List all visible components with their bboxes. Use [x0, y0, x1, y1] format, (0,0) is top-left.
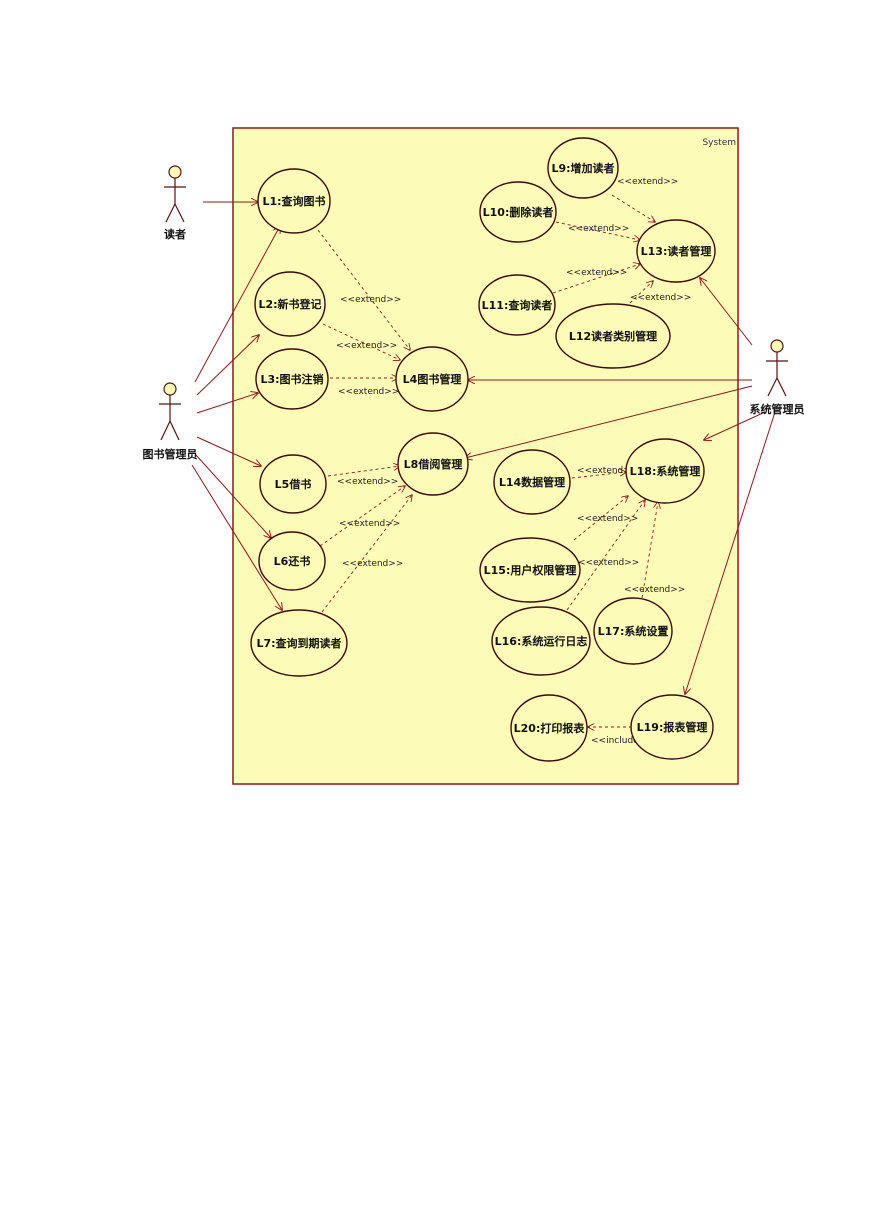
- usecase-L5[interactable]: L5借书: [259, 454, 327, 514]
- actor-sysadmin[interactable]: 系统管理员: [750, 339, 805, 416]
- usecase-L6[interactable]: L6还书: [258, 531, 326, 591]
- usecase-L17[interactable]: L17:系统设置: [593, 597, 673, 665]
- usecase-L2[interactable]: L2:新书登记: [254, 271, 326, 337]
- usecase-L3-label: L3:图书注销: [260, 372, 323, 386]
- assoc-sysadmin-L19: [685, 411, 776, 694]
- usecase-L11[interactable]: L11:查询读者: [478, 274, 556, 336]
- dep-L6-L8: [319, 486, 405, 547]
- usecase-L4-label: L4图书管理: [403, 372, 462, 386]
- usecase-L12[interactable]: L12读者类别管理: [555, 303, 671, 369]
- stereo-L6-L8: <<extend>>: [339, 519, 400, 529]
- usecase-L1[interactable]: L1:查询图书: [257, 168, 331, 234]
- dep-L17-L18: [641, 502, 658, 599]
- usecase-L6-label: L6还书: [274, 554, 311, 568]
- dependencies: [317, 194, 658, 727]
- usecase-L16-label: L16:系统运行日志: [495, 634, 588, 648]
- usecase-L13-label: L13:读者管理: [641, 244, 712, 258]
- stereo-L10-L13: <<extend>>: [568, 224, 629, 234]
- assoc-sysadmin-L8: [465, 385, 753, 458]
- stereo-L2-L4: <<extend>>: [336, 341, 397, 351]
- dep-L9-L13: [611, 194, 655, 222]
- usecase-L7[interactable]: L7:查询到期读者: [250, 609, 348, 677]
- stereo-L17-L18: <<extend>>: [624, 585, 685, 595]
- dep-L1-L4: [317, 229, 410, 350]
- usecase-L14-label: L14数据管理: [499, 475, 565, 489]
- usecase-L9[interactable]: L9:增加读者: [547, 137, 619, 199]
- assoc-librarian-L3: [196, 393, 258, 414]
- assoc-librarian-L2: [196, 335, 259, 396]
- dep-L12-L13: [629, 281, 653, 304]
- usecase-L19-label: L19:报表管理: [637, 720, 708, 734]
- usecase-L14[interactable]: L14数据管理: [493, 449, 571, 515]
- usecase-L15-label: L15:用户权限管理: [484, 563, 577, 577]
- stereo-L15-L18: <<extend>>: [577, 514, 638, 524]
- stereotype-labels: <<extend>> <<extend>> <<extend>> <<exten…: [336, 177, 691, 746]
- usecase-L13[interactable]: L13:读者管理: [636, 219, 716, 283]
- usecase-L10[interactable]: L10:删除读者: [479, 181, 557, 243]
- usecase-L2-label: L2:新书登记: [258, 297, 321, 311]
- actor-librarian[interactable]: 图书管理员: [143, 382, 198, 461]
- dep-L2-L4: [322, 323, 400, 360]
- stereo-L3-L4: <<extend>>: [338, 387, 399, 397]
- assoc-librarian-L5: [196, 436, 261, 466]
- usecase-L8[interactable]: L8借阅管理: [397, 432, 469, 496]
- stereo-L14-L18: <<extend>>: [577, 466, 638, 476]
- usecase-L9-label: L9:增加读者: [551, 161, 614, 175]
- stereo-L16-L18: <<extend>>: [578, 558, 639, 568]
- usecase-L12-label: L12读者类别管理: [569, 329, 657, 343]
- dep-L10-L13: [555, 221, 640, 240]
- usecase-L8-label: L8借阅管理: [404, 457, 463, 471]
- actor-reader[interactable]: 读者: [164, 165, 186, 241]
- dep-L16-L18: [566, 500, 645, 611]
- actor-reader-label: 读者: [164, 227, 186, 241]
- dep-L7-L8: [321, 495, 412, 613]
- assoc-sysadmin-L18: [704, 411, 766, 440]
- usecase-L20[interactable]: L20:打印报表: [510, 694, 588, 762]
- usecase-L17-label: L17:系统设置: [598, 624, 669, 638]
- assoc-sysadmin-L13: [700, 278, 753, 346]
- stereo-L1-L4: <<extend>>: [340, 295, 401, 305]
- assoc-librarian-L7: [191, 464, 282, 610]
- usecase-L18[interactable]: L18:系统管理: [625, 438, 705, 504]
- usecase-L4[interactable]: L4图书管理: [395, 346, 469, 412]
- usecase-L18-label: L18:系统管理: [630, 464, 701, 478]
- system-label: System: [702, 138, 736, 148]
- stereo-L19-L20: <<include>>: [591, 736, 654, 746]
- stereo-L11-L13: <<extend>>: [566, 268, 627, 278]
- usecase-L7-label: L7:查询到期读者: [256, 636, 341, 650]
- stereo-L5-L8: <<extend>>: [337, 477, 398, 487]
- stereo-L7-L8: <<extend>>: [342, 559, 403, 569]
- assoc-librarian-L6: [195, 454, 271, 538]
- usecase-L5-label: L5借书: [275, 477, 312, 491]
- associations: [191, 202, 776, 694]
- use-cases: L1:查询图书 L2:新书登记 L3:图书注销 L4图书管理 L5借书 L6还书…: [250, 137, 716, 762]
- stereo-L12-L13: <<extend>>: [630, 293, 691, 303]
- usecase-L1-label: L1:查询图书: [262, 194, 325, 208]
- usecase-L3[interactable]: L3:图书注销: [255, 348, 329, 410]
- stereo-L9-L13: <<extend>>: [617, 177, 678, 187]
- assoc-librarian-L1: [194, 226, 280, 383]
- usecase-L20-label: L20:打印报表: [514, 721, 586, 735]
- usecase-L19[interactable]: L19:报表管理: [630, 694, 714, 760]
- actor-librarian-label: 图书管理员: [143, 447, 198, 461]
- usecase-L10-label: L10:删除读者: [483, 205, 554, 219]
- actor-sysadmin-label: 系统管理员: [750, 402, 805, 416]
- usecase-L16[interactable]: L16:系统运行日志: [491, 606, 591, 676]
- usecase-L11-label: L11:查询读者: [482, 298, 553, 312]
- usecase-L15[interactable]: L15:用户权限管理: [479, 537, 581, 603]
- dep-L5-L8: [327, 466, 400, 477]
